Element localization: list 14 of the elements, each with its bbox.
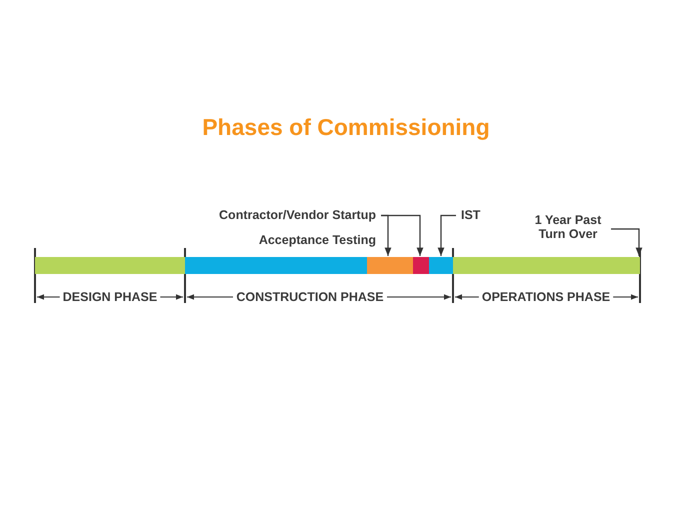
- title: Phases of Commissioning: [201, 114, 491, 141]
- callout-text: 1 Year Past Turn Over: [530, 213, 606, 242]
- callout-text: Acceptance Testing: [226, 233, 376, 248]
- bar-segment: [367, 257, 413, 274]
- bar-segment: [35, 257, 185, 274]
- bar-segment: [429, 257, 453, 274]
- leader-line: [381, 214, 424, 256]
- leader-line: [438, 214, 456, 256]
- bar-segment: [185, 257, 367, 274]
- callout-text: Contractor/Vendor Startup: [204, 208, 376, 223]
- leader-line: [611, 228, 642, 256]
- callout-text: IST: [461, 208, 483, 223]
- bar-segment: [453, 257, 640, 274]
- bar-segment: [413, 257, 429, 274]
